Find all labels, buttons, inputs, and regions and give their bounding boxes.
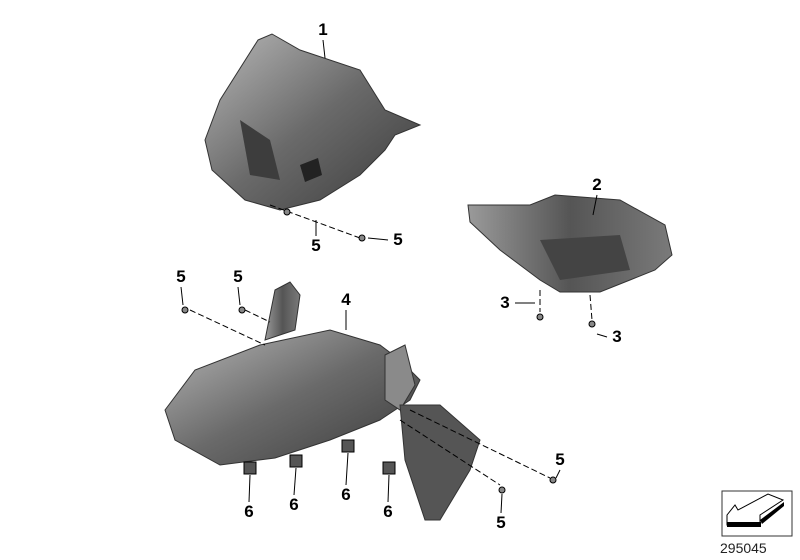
callout-6[interactable]: 6 [289, 495, 299, 514]
callout-5[interactable]: 5 [176, 267, 186, 286]
callout-2[interactable]: 2 [592, 175, 602, 194]
callout-5[interactable]: 5 [311, 236, 321, 255]
callout-6[interactable]: 6 [244, 502, 254, 521]
callout-5[interactable]: 5 [393, 230, 403, 249]
callout-5[interactable]: 5 [496, 513, 506, 532]
callout-6[interactable]: 6 [341, 485, 351, 504]
part-2-cover[interactable] [467, 194, 673, 293]
callout-5[interactable]: 5 [233, 267, 243, 286]
part-1-cover[interactable] [204, 33, 422, 211]
fasteners [180, 39, 608, 514]
reference-number: 295045 [720, 540, 767, 556]
callout-6[interactable]: 6 [383, 502, 393, 521]
arrow-view-direction-icon [721, 490, 793, 537]
callout-3[interactable]: 3 [612, 327, 622, 346]
callout-3[interactable]: 3 [500, 293, 510, 312]
part-4-fender[interactable] [164, 281, 481, 521]
callout-1[interactable]: 1 [318, 20, 328, 39]
callout-4[interactable]: 4 [341, 290, 351, 309]
callout-5[interactable]: 5 [555, 450, 565, 469]
